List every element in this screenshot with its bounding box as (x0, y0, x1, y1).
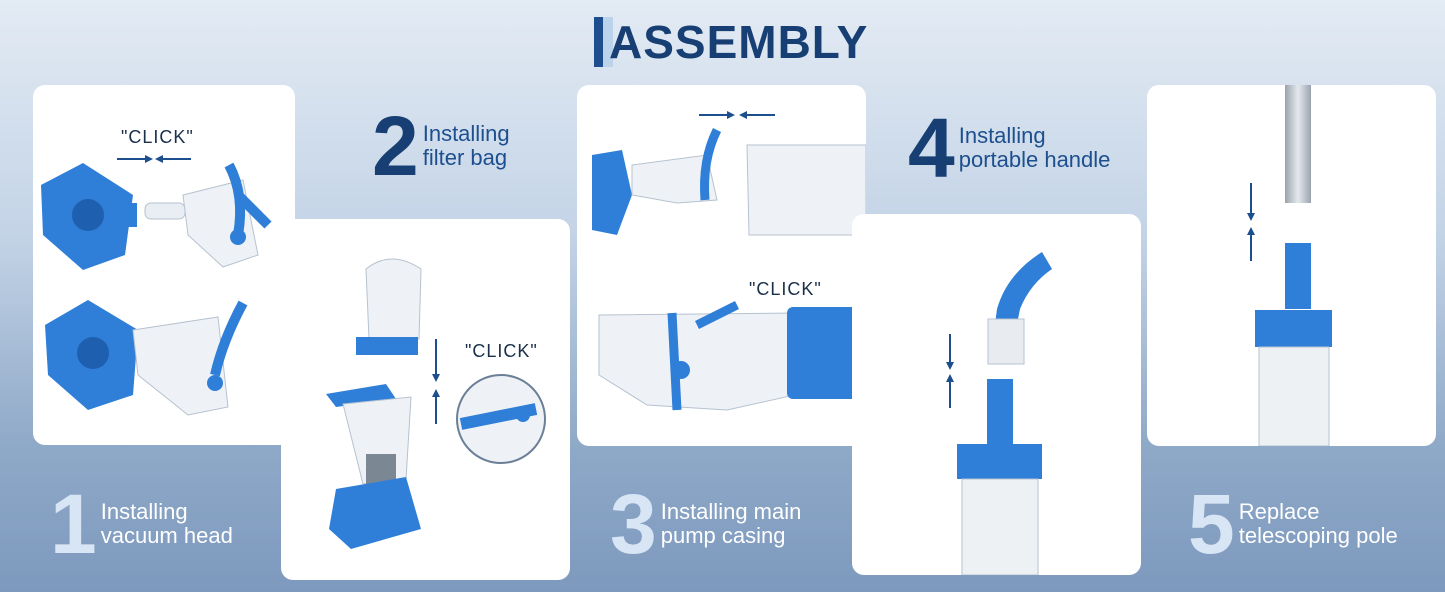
card-step-3: "CLICK" (577, 85, 866, 446)
title-bar (594, 17, 603, 67)
click-label-3: "CLICK" (749, 279, 822, 299)
step-1-text: Installing vacuum head (100, 499, 233, 548)
card-step-1: "CLICK" (33, 85, 295, 445)
step-2-label: 2 Installing filter bag (372, 104, 510, 188)
portable-handle-illustration (946, 252, 1052, 575)
step-3-number: 3 (610, 477, 657, 571)
step-1-number: 1 (50, 477, 97, 571)
step-4-text: Installing portable handle (958, 123, 1111, 172)
step-3-label: 3 Installing main pump casing (610, 482, 801, 566)
step-1-label: 1 Installing vacuum head (50, 482, 233, 566)
card-step-2: "CLICK" (281, 219, 570, 580)
page-title-group: ASSEMBLY (594, 14, 868, 70)
step-2-number: 2 (372, 99, 419, 193)
step-5-number: 5 (1188, 477, 1235, 571)
telescoping-pole-illustration (1247, 85, 1332, 446)
vacuum-head-illustration (41, 155, 272, 416)
click-label-1: "CLICK" (121, 127, 194, 147)
step-3-text: Installing main pump casing (660, 499, 802, 548)
step-4-number: 4 (908, 101, 955, 195)
step-5-label: 5 Replace telescoping pole (1188, 482, 1398, 566)
card-step-4 (852, 214, 1141, 575)
filter-bag-illustration (326, 258, 546, 549)
step-2-text: Installing filter bag (422, 121, 510, 170)
title-accent (603, 17, 613, 67)
card-step-5 (1147, 85, 1436, 446)
step-4-label: 4 Installing portable handle (908, 106, 1110, 190)
step-5-text: Replace telescoping pole (1238, 499, 1398, 548)
click-label-2: "CLICK" (465, 341, 538, 361)
page-title: ASSEMBLY (609, 16, 869, 68)
pump-casing-illustration (592, 111, 866, 411)
